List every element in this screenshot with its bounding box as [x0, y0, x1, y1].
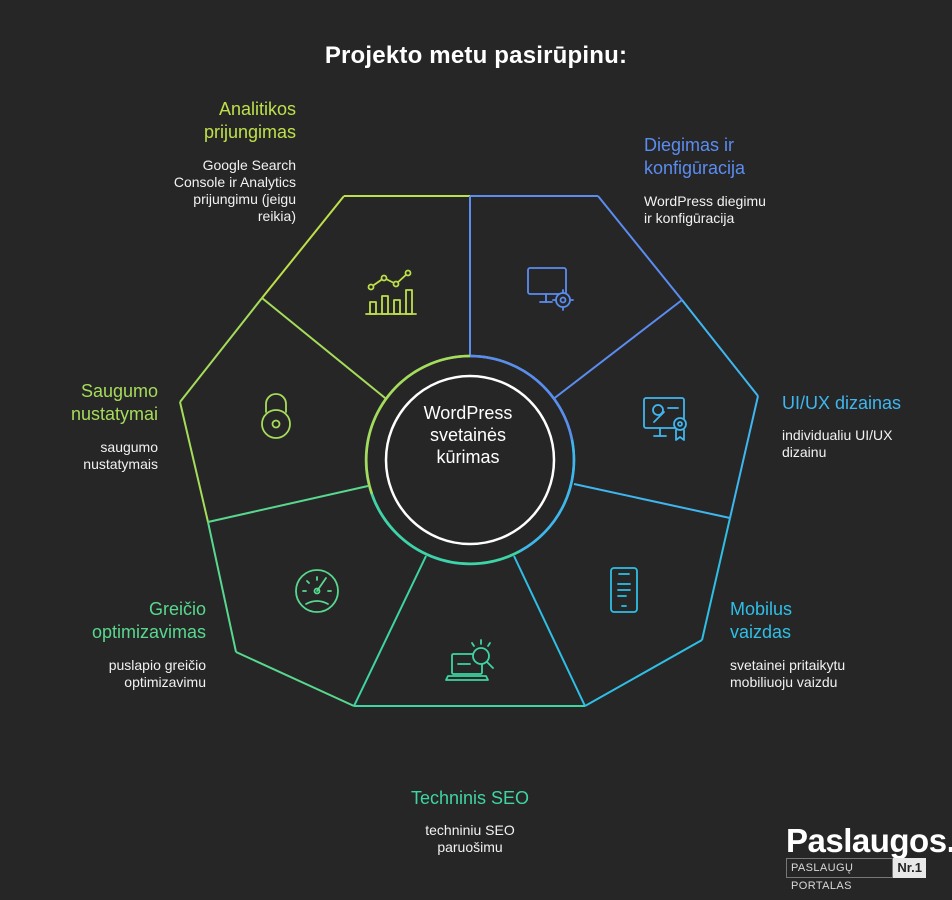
monitor-gear-icon	[527, 267, 574, 311]
spoke-right	[573, 483, 731, 519]
outer-edge-greicio-1	[235, 651, 355, 707]
outer-edge-saugumo-2	[179, 297, 263, 403]
spoke-lower-right	[513, 555, 586, 707]
spoke-upper-left	[261, 297, 391, 403]
spoke-lower-left	[353, 555, 427, 707]
label-analitikos-desc: Google Search Console ir Analytics priju…	[173, 157, 296, 224]
label-analitikos-title: Analitikos prijungimas	[203, 99, 296, 142]
center-ring-arc-green	[365, 354, 471, 495]
analytics-chart-icon	[365, 269, 417, 315]
center-label-line1: WordPress	[423, 403, 513, 423]
speedometer-icon	[295, 569, 339, 613]
label-mobilus-title: Mobilus vaizdas	[730, 599, 793, 642]
label-diegimas: Diegimas ir konfigūracija WordPress dieg…	[644, 134, 834, 227]
paslaugos-logo: Paslaugos.lt	[786, 822, 952, 859]
laptop-search-icon	[445, 639, 494, 681]
center-ring-arc-cyan	[519, 439, 576, 553]
design-certificate-icon	[643, 397, 687, 441]
outer-edge-diegimas-side	[597, 195, 683, 301]
label-greicio: Greičio optimizavimas puslapio greičio o…	[14, 598, 206, 691]
label-saugumo-title: Saugumo nustatymai	[70, 381, 158, 424]
spoke-left	[207, 485, 369, 523]
center-label-line3: kūrimas	[436, 447, 500, 467]
label-uiux: UI/UX dizainas individualiu UI/UX dizain…	[782, 392, 942, 461]
center-ring-arc-blue	[469, 354, 574, 441]
outer-edge-greicio-2	[207, 521, 237, 653]
label-diegimas-title: Diegimas ir konfigūracija	[644, 135, 746, 178]
label-mobilus-desc: svetainei pritaikytu mobiliuoju vaizdu	[730, 657, 846, 690]
label-greicio-title: Greičio optimizavimas	[91, 599, 206, 642]
label-seo: Techninis SEO techniniu SEO paruošimu	[370, 787, 570, 856]
spoke-upper-right	[551, 299, 683, 401]
outer-edge-mobilus-1	[701, 517, 731, 641]
label-seo-desc: techniniu SEO paruošimu	[425, 822, 515, 855]
label-analitikos: Analitikos prijungimas Google Search Con…	[106, 98, 296, 225]
paslaugos-logo-sub: PASLAUGŲ PORTALAS Nr.1	[786, 858, 926, 892]
outer-edge-analitikos-1	[261, 195, 345, 299]
label-uiux-desc: individualiu UI/UX dizainu	[782, 427, 893, 460]
center-label-line2: svetainės	[429, 425, 507, 445]
label-diegimas-desc: WordPress diegimu ir konfigūracija	[644, 193, 766, 226]
label-uiux-title: UI/UX dizainas	[782, 393, 902, 413]
padlock-icon	[261, 393, 291, 439]
label-saugumo-desc: saugumo nustatymais	[83, 439, 158, 472]
page-title: Projekto metu pasirūpinu:	[324, 42, 628, 69]
center-ring-inner	[384, 374, 556, 546]
label-greicio-desc: puslapio greičio optimizavimu	[108, 657, 206, 690]
center-ring-arc-teal	[370, 493, 521, 565]
label-seo-title: Techninis SEO	[410, 788, 530, 808]
outer-edge-uiux-2	[729, 395, 759, 519]
logo-subtitle: PASLAUGŲ PORTALAS	[786, 858, 894, 892]
smartphone-icon	[610, 567, 638, 613]
outer-edge-mobilus-2	[584, 639, 703, 707]
label-saugumo: Saugumo nustatymai saugumo nustatymais	[20, 380, 158, 473]
outer-edge-uiux-1	[681, 299, 759, 397]
center-label: WordPress svetainės kūrimas	[370, 388, 566, 482]
label-mobilus: Mobilus vaizdas svetainei pritaikytu mob…	[730, 598, 930, 691]
logo-badge: Nr.1	[893, 858, 926, 878]
outer-edge-saugumo-1	[179, 401, 209, 523]
